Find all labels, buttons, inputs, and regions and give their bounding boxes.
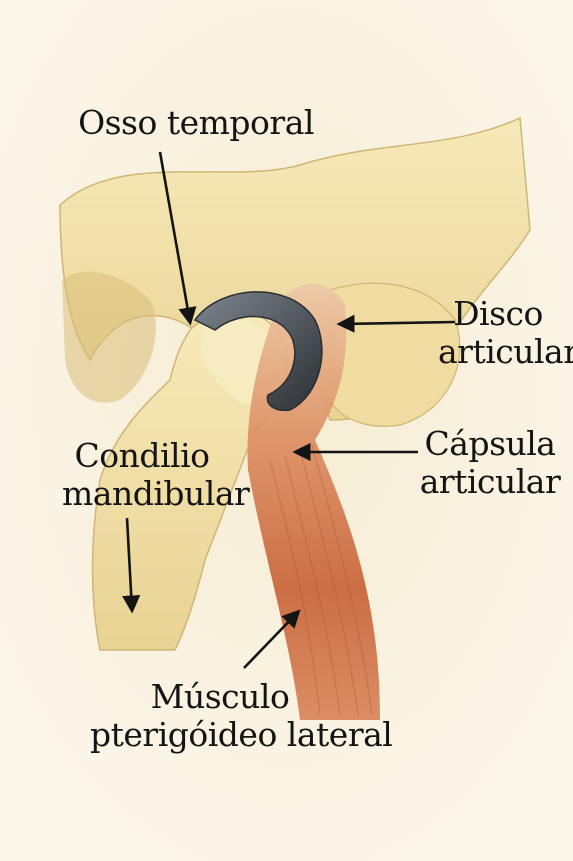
label-temporal-bone-line: Osso temporal — [76, 104, 316, 142]
label-capsule-line-1: Cápsula — [415, 425, 565, 463]
label-capsule: Cápsula articular — [415, 425, 565, 501]
label-condyle-line-2: mandibular — [62, 475, 222, 513]
label-muscle-line-1: Músculo — [90, 678, 350, 716]
label-capsule-line-2: articular — [415, 463, 565, 501]
label-articular-disc: Disco articular — [438, 295, 558, 371]
label-temporal-bone: Osso temporal — [76, 104, 316, 142]
label-articular-disc-line-1: Disco — [438, 295, 558, 333]
label-muscle: Músculo pterigóideo lateral — [90, 678, 350, 754]
label-condyle-line-1: Condilio — [62, 437, 222, 475]
label-condyle: Condilio mandibular — [62, 437, 222, 513]
label-articular-disc-line-2: articular — [438, 333, 558, 371]
label-muscle-line-2: pterigóideo lateral — [90, 716, 350, 754]
